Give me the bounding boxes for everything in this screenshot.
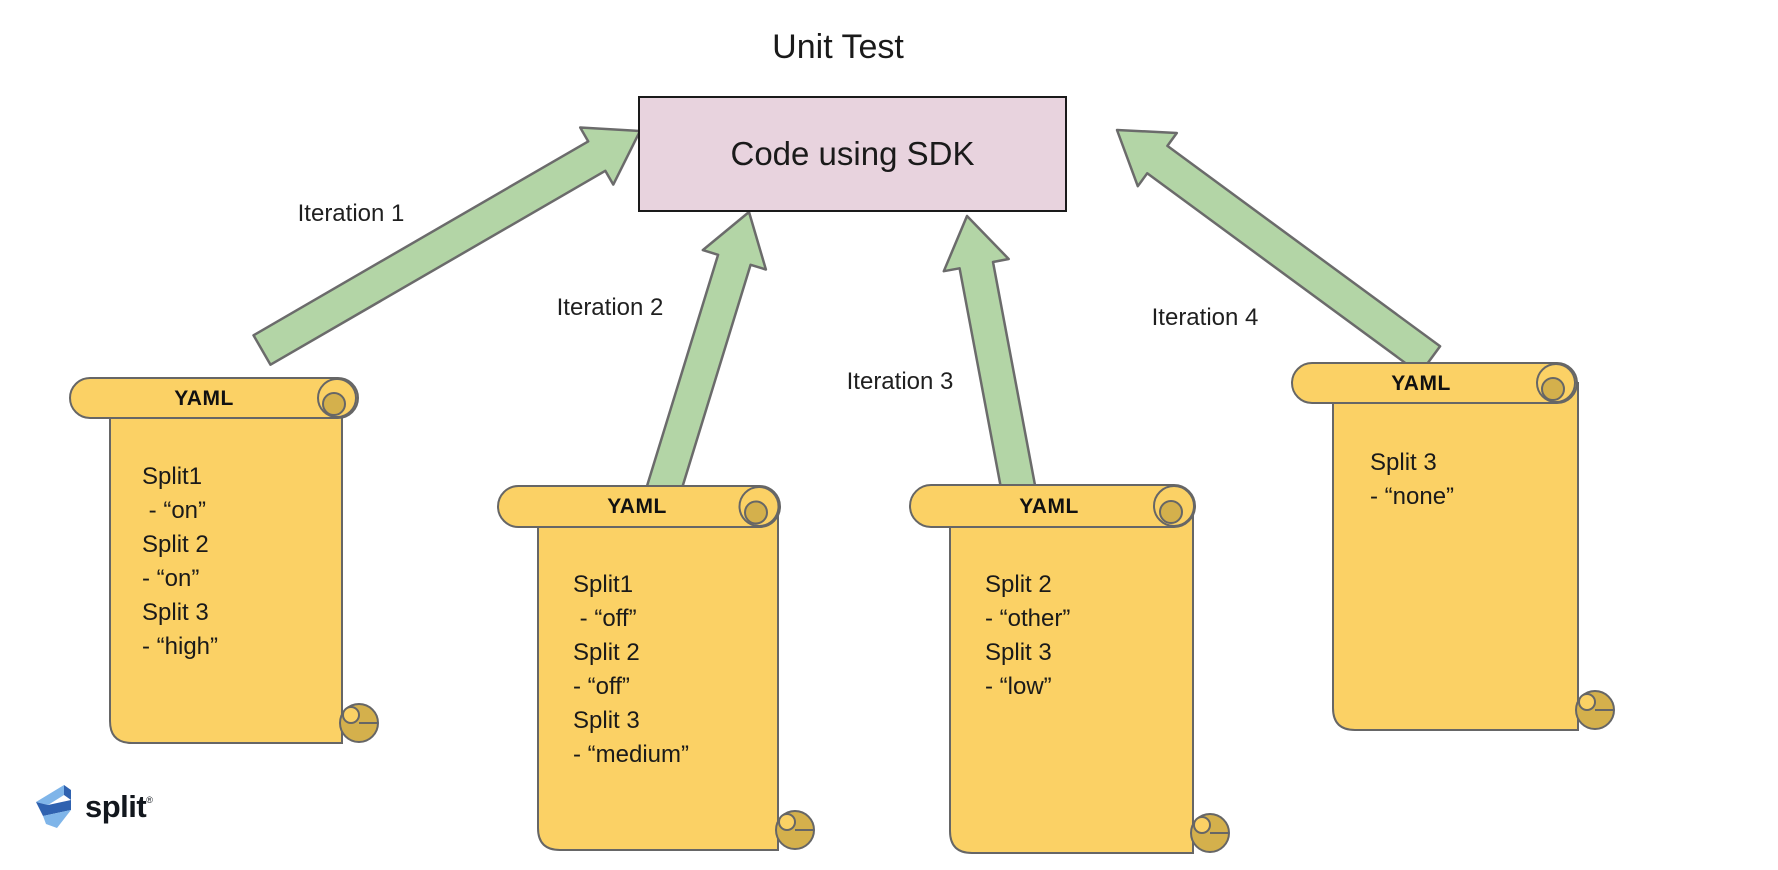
split-logo-text: split® (85, 788, 153, 824)
arrow-iteration-2 (645, 210, 768, 499)
scroll-1-text: Split1 - “on” Split 2 - “on” Split 3 - “… (142, 463, 219, 660)
split-logo-trademark: ® (146, 794, 153, 805)
scroll-4-text: Split 3 - “none” (1370, 449, 1455, 510)
code-using-sdk-box: Code using SDK (638, 96, 1067, 212)
scroll-2-text: Split1 - “off” Split 2 - “off” Split 3 -… (573, 571, 690, 768)
iteration-4-label: Iteration 4 (1151, 304, 1259, 331)
iteration-2-label: Iteration 2 (556, 294, 664, 321)
scroll-shape-3 (909, 484, 1230, 854)
scroll-shape-2 (497, 485, 815, 851)
arrow-iteration-4 (1115, 128, 1442, 375)
iteration-1-label: Iteration 1 (297, 200, 405, 227)
scroll-shape-1 (69, 377, 379, 744)
arrow-iteration-1 (252, 126, 642, 366)
scroll-shape-4 (1291, 362, 1615, 731)
split-logo: split® (33, 782, 153, 830)
scroll-2-header-label: YAML (607, 495, 667, 518)
arrow-iteration-3 (942, 214, 1037, 497)
scroll-4-header-label: YAML (1391, 372, 1451, 395)
scroll-3-header-label: YAML (1019, 495, 1079, 518)
split-logo-word: split (85, 788, 147, 824)
iteration-3-label: Iteration 3 (846, 368, 954, 395)
diagram-title: Unit Test (772, 28, 904, 66)
scroll-1-header-label: YAML (174, 387, 234, 410)
scroll-3-text: Split 2 - “other” Split 3 - “low” (985, 571, 1071, 700)
code-box-label: Code using SDK (730, 135, 975, 172)
split-logo-icon (36, 785, 71, 828)
